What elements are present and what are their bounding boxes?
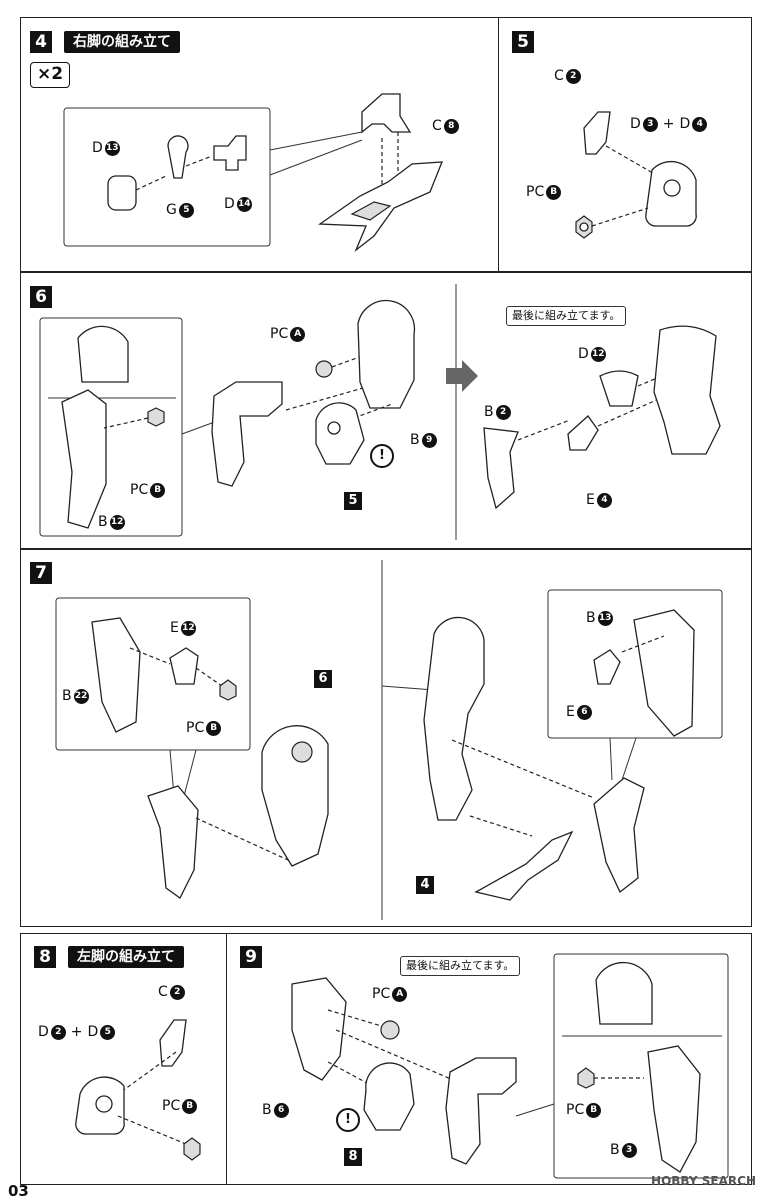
step-9-number: 9 bbox=[240, 946, 262, 968]
step-6-number: 6 bbox=[30, 286, 52, 308]
page-number: 03 bbox=[8, 1182, 29, 1200]
step-4-number: 4 bbox=[30, 31, 52, 53]
caution-icon: ! bbox=[336, 1108, 360, 1132]
step-4-multiplier: ×2 bbox=[30, 62, 71, 88]
step-6-reference: 6 bbox=[314, 670, 332, 688]
step-5-number: 5 bbox=[512, 31, 534, 53]
step-9-note: 最後に組み立てます。 bbox=[400, 956, 521, 976]
step-6-note: 最後に組み立てます。 bbox=[506, 306, 627, 326]
step-4-title: 右脚の組み立て bbox=[64, 31, 180, 53]
caution-icon: ! bbox=[370, 444, 394, 468]
step-5-reference: 5 bbox=[344, 492, 362, 510]
step-5-panel bbox=[498, 17, 752, 272]
watermark: HOBBY SEARCH bbox=[651, 1174, 756, 1188]
step-8-reference: 8 bbox=[344, 1148, 362, 1166]
step-8-number: 8 bbox=[34, 946, 56, 968]
step-8-title: 左脚の組み立て bbox=[68, 946, 184, 968]
step-7-number: 7 bbox=[30, 562, 52, 584]
step-4-reference: 4 bbox=[416, 876, 434, 894]
